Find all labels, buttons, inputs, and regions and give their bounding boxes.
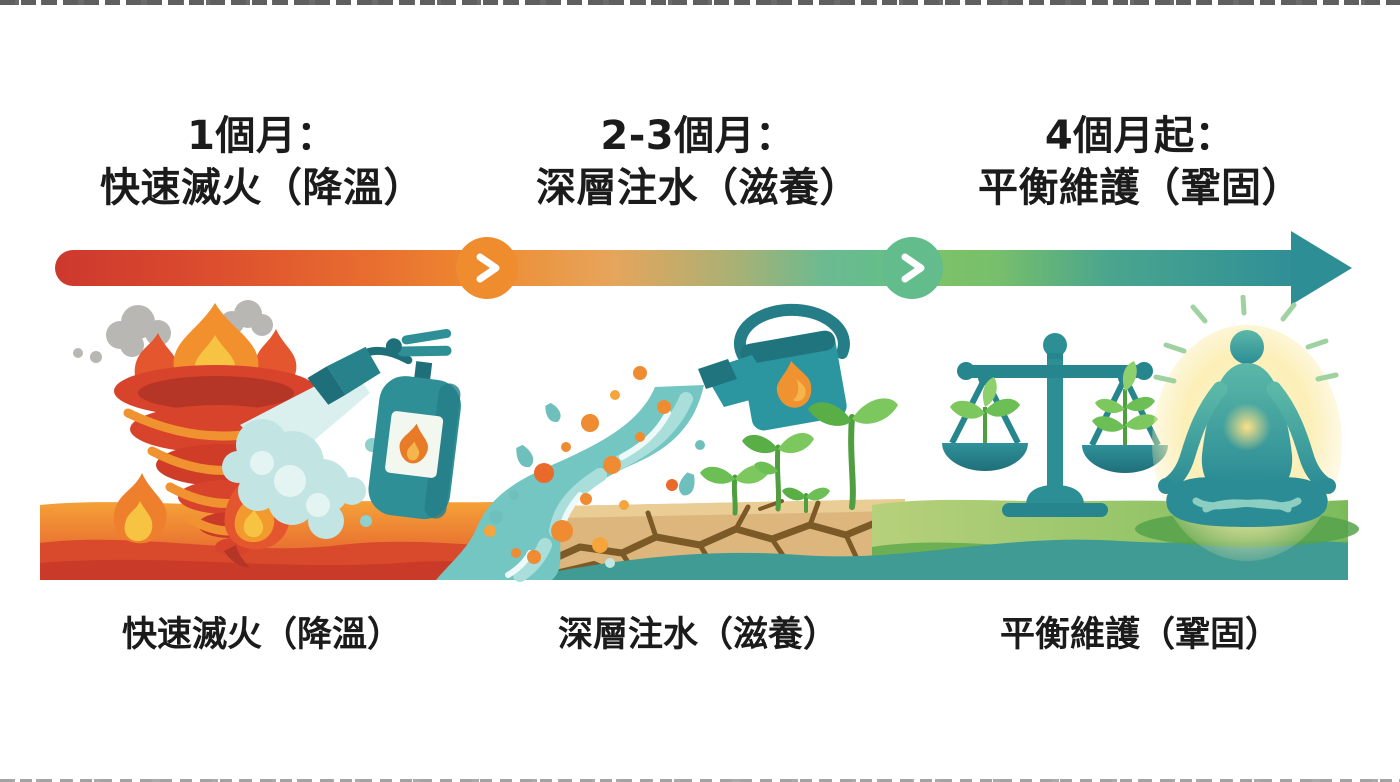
teal-wave [508,539,1348,580]
sprout-icons [700,398,898,516]
top-edge-crop-marks [0,0,1400,5]
water-stream [436,366,705,582]
meditating-person-icon [1135,295,1359,561]
phase-1-heading-line2: 快速滅火（降溫） [100,165,424,211]
phase-2-heading: 2-3個月： 深層注水（滋養） [458,110,938,214]
phase-3-heading: 4個月起： 平衡維護（鞏固） [900,110,1380,214]
fire-extinguisher-icon [307,328,461,520]
timeline-node-2 [881,237,943,299]
timeline-arrowhead [1291,231,1352,305]
scale-pan-leaves [950,361,1158,445]
illustration-layer [40,295,1359,582]
chest-glow [1223,403,1271,451]
phase-1-heading-line1: 1個月： [187,113,337,159]
phase-3-heading-line1: 4個月起： [1044,113,1236,159]
phase-1-heading: 1個月： 快速滅火（降溫） [22,110,502,214]
phase-3-caption: 平衡維護（鞏固） [999,615,1280,655]
phase-2-caption: 深層注水（滋養） [557,615,838,655]
chevron-right-icon [901,253,925,283]
smoke-icon [73,300,273,363]
glow-rays-icon [1153,295,1339,384]
phase-2-heading-line1: 2-3個月： [600,113,796,159]
bottom-edge-crop-marks [0,779,1400,782]
nutrient-dots [484,366,678,564]
phase-3-heading-line2: 平衡維護（鞏固） [978,165,1302,211]
chevron-right-icon [476,253,500,283]
balance-scale-icon [942,333,1168,517]
timeline-gradient-bar [55,250,1295,286]
water-droplets [489,402,705,568]
timeline-node-1 [456,237,518,299]
phase-2-heading-line2: 深層注水（滋養） [536,165,860,211]
phase-1-caption: 快速滅火（降溫） [121,615,402,655]
fire-ground-band [40,501,556,580]
